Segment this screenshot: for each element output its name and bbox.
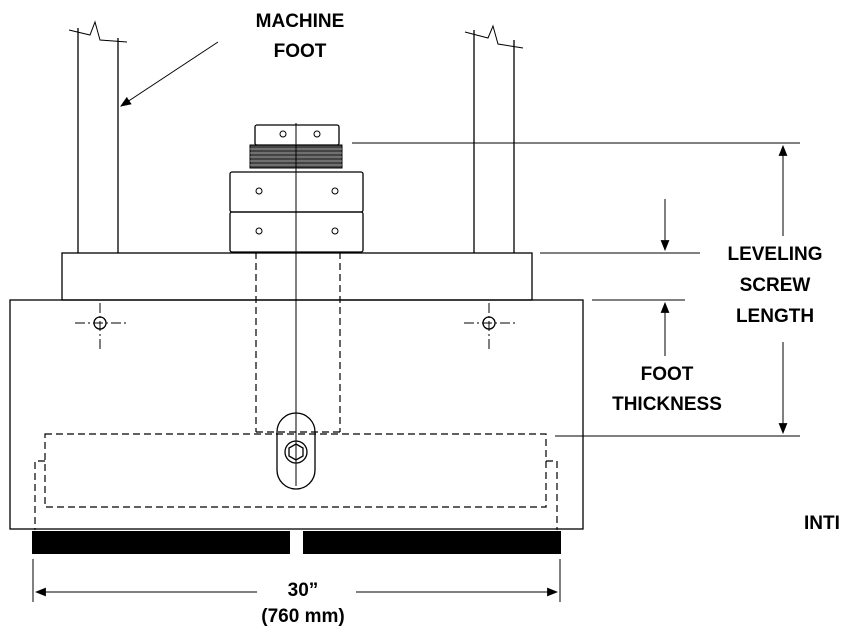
leveling-screw-label-line3: LENGTH [736,306,814,327]
rubber-pads [32,531,561,554]
machine-foot-leg-left [68,20,128,253]
slotted-bolt [276,412,316,490]
hidden-pad-pocket [34,433,558,530]
mounting-hole-right [464,303,515,350]
machine-foot-label-line1: MACHINE [256,11,345,32]
machine-foot-leader [120,41,219,107]
cut-off-label: INTI [804,513,840,534]
foot-thickness-label-line2: THICKNESS [612,394,722,415]
machine-foot-leg-right [464,24,524,253]
extension-lines [32,142,800,602]
foot-thickness-label-line1: FOOT [641,364,694,385]
mounting-hole-left [75,303,126,350]
leveling-screw-label-line1: LEVELING [727,244,822,265]
leveling-screw-label-line2: SCREW [740,275,811,296]
width-metric-label: (760 mm) [261,606,344,627]
width-value-label: 30” [288,580,319,601]
hidden-screw-shank [255,252,341,433]
machine-foot-label-line2: FOOT [274,41,327,62]
top-plate [61,252,533,301]
